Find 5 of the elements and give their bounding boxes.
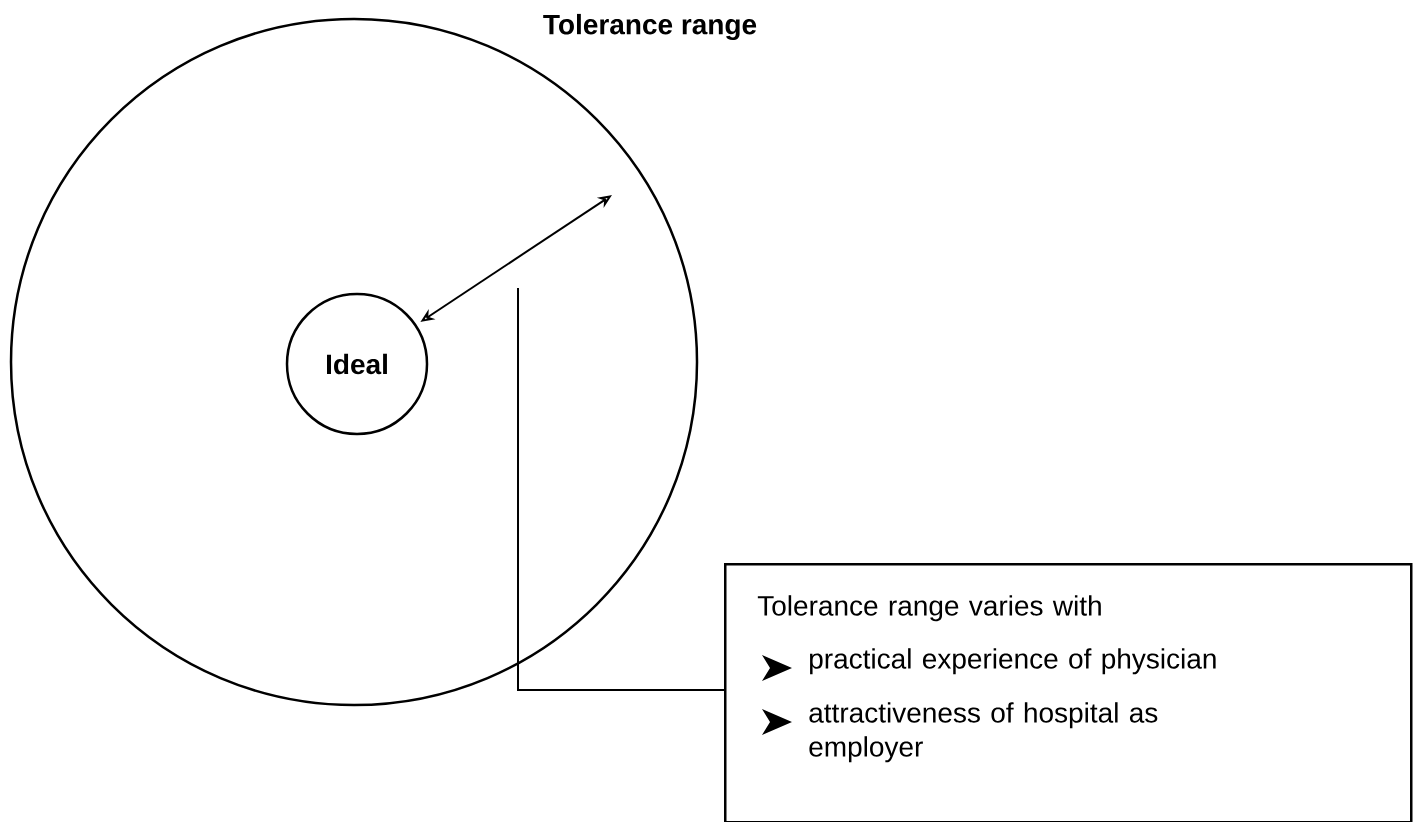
leader-line [517,287,725,691]
bullet-item: practical experience of physician [810,648,1216,675]
box-heading: Tolerance range varies with [757,595,1101,622]
circle-title: Tolerance range [543,13,757,41]
bullet-item: attractiveness of hospital as employer [809,702,1158,763]
